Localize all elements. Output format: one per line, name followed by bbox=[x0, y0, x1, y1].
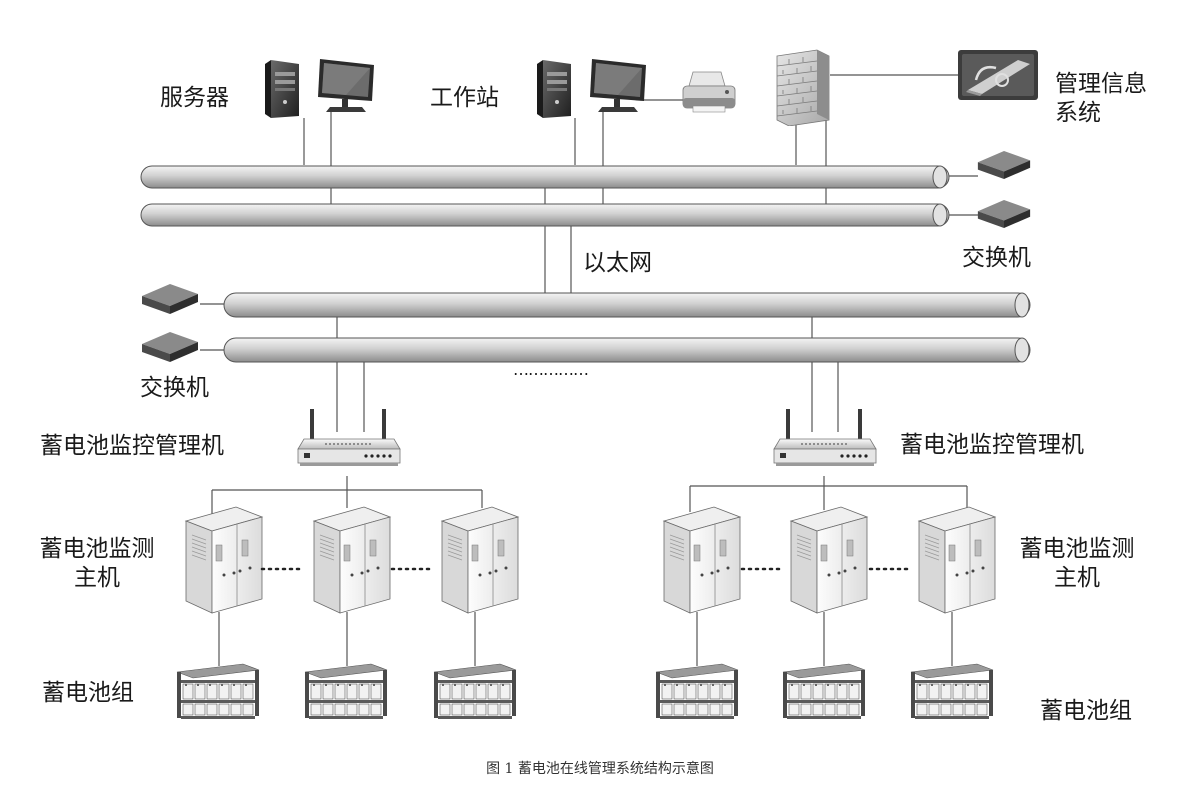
workstation-tower-icon bbox=[537, 60, 571, 118]
label-monitoring-host-left: 蓄电池监测 主机 bbox=[32, 535, 162, 593]
battery-rack-icon bbox=[910, 663, 994, 720]
label-server: 服务器 bbox=[160, 85, 229, 111]
label-ellipsis-mid: …………… bbox=[513, 360, 589, 379]
label-host-left-line1: 蓄电池监测 bbox=[39, 536, 155, 562]
switch-icon bbox=[142, 284, 198, 314]
ethernet-pipe-1 bbox=[140, 165, 950, 189]
label-host-right-line1: 蓄电池监测 bbox=[1019, 536, 1135, 562]
label-ethernet: 以太网 bbox=[583, 250, 652, 276]
battery-monitoring-host-icon bbox=[790, 506, 868, 614]
figure-caption: 图 1 蓄电池在线管理系统结构示意图 bbox=[486, 761, 714, 777]
connection-lines bbox=[200, 74, 978, 666]
switch-icon bbox=[142, 332, 198, 362]
label-battery-pack-right: 蓄电池组 bbox=[1040, 698, 1132, 724]
label-switch-left: 交换机 bbox=[140, 375, 209, 401]
label-mis-line1: 管理信息 bbox=[1055, 71, 1147, 97]
ethernet-pipe-2 bbox=[140, 203, 950, 227]
label-host-right-line2: 主机 bbox=[1054, 564, 1100, 591]
workstation-monitor-icon bbox=[590, 59, 646, 112]
management-info-system-icon bbox=[958, 50, 1038, 100]
battery-monitoring-host-icon bbox=[313, 506, 391, 614]
ethernet-pipe-3 bbox=[223, 292, 1031, 318]
battery-rack-icon bbox=[304, 663, 388, 720]
ethernet-pipe-4 bbox=[223, 337, 1031, 363]
switch-icon bbox=[977, 151, 1031, 179]
label-monitor-manager-right: 蓄电池监控管理机 bbox=[900, 432, 1084, 458]
label-host-left-line2: 主机 bbox=[74, 564, 120, 591]
battery-monitor-manager-icon bbox=[297, 408, 401, 467]
battery-rack-icon bbox=[176, 663, 260, 720]
battery-monitoring-host-icon bbox=[441, 506, 519, 614]
switch-icon bbox=[977, 200, 1031, 228]
server-tower-icon bbox=[265, 60, 299, 118]
battery-rack-icon bbox=[655, 663, 739, 720]
label-management-info-system: 管理信息 系统 bbox=[1055, 70, 1147, 128]
label-monitoring-host-right: 蓄电池监测 主机 bbox=[1012, 535, 1142, 593]
label-workstation: 工作站 bbox=[430, 85, 499, 111]
battery-monitoring-host-icon bbox=[918, 506, 996, 614]
printer-icon bbox=[682, 71, 736, 113]
server-monitor-icon bbox=[318, 59, 374, 112]
firewall-icon bbox=[776, 49, 830, 126]
label-switch-right: 交换机 bbox=[962, 245, 1031, 271]
label-monitor-manager-left: 蓄电池监控管理机 bbox=[40, 433, 224, 459]
label-battery-pack-left: 蓄电池组 bbox=[42, 680, 134, 706]
battery-monitoring-host-icon bbox=[185, 506, 263, 614]
battery-rack-icon bbox=[433, 663, 517, 720]
label-mis-line2: 系统 bbox=[1055, 99, 1101, 126]
battery-monitoring-host-icon bbox=[663, 506, 741, 614]
battery-monitor-manager-icon bbox=[773, 408, 877, 467]
battery-rack-icon bbox=[782, 663, 866, 720]
